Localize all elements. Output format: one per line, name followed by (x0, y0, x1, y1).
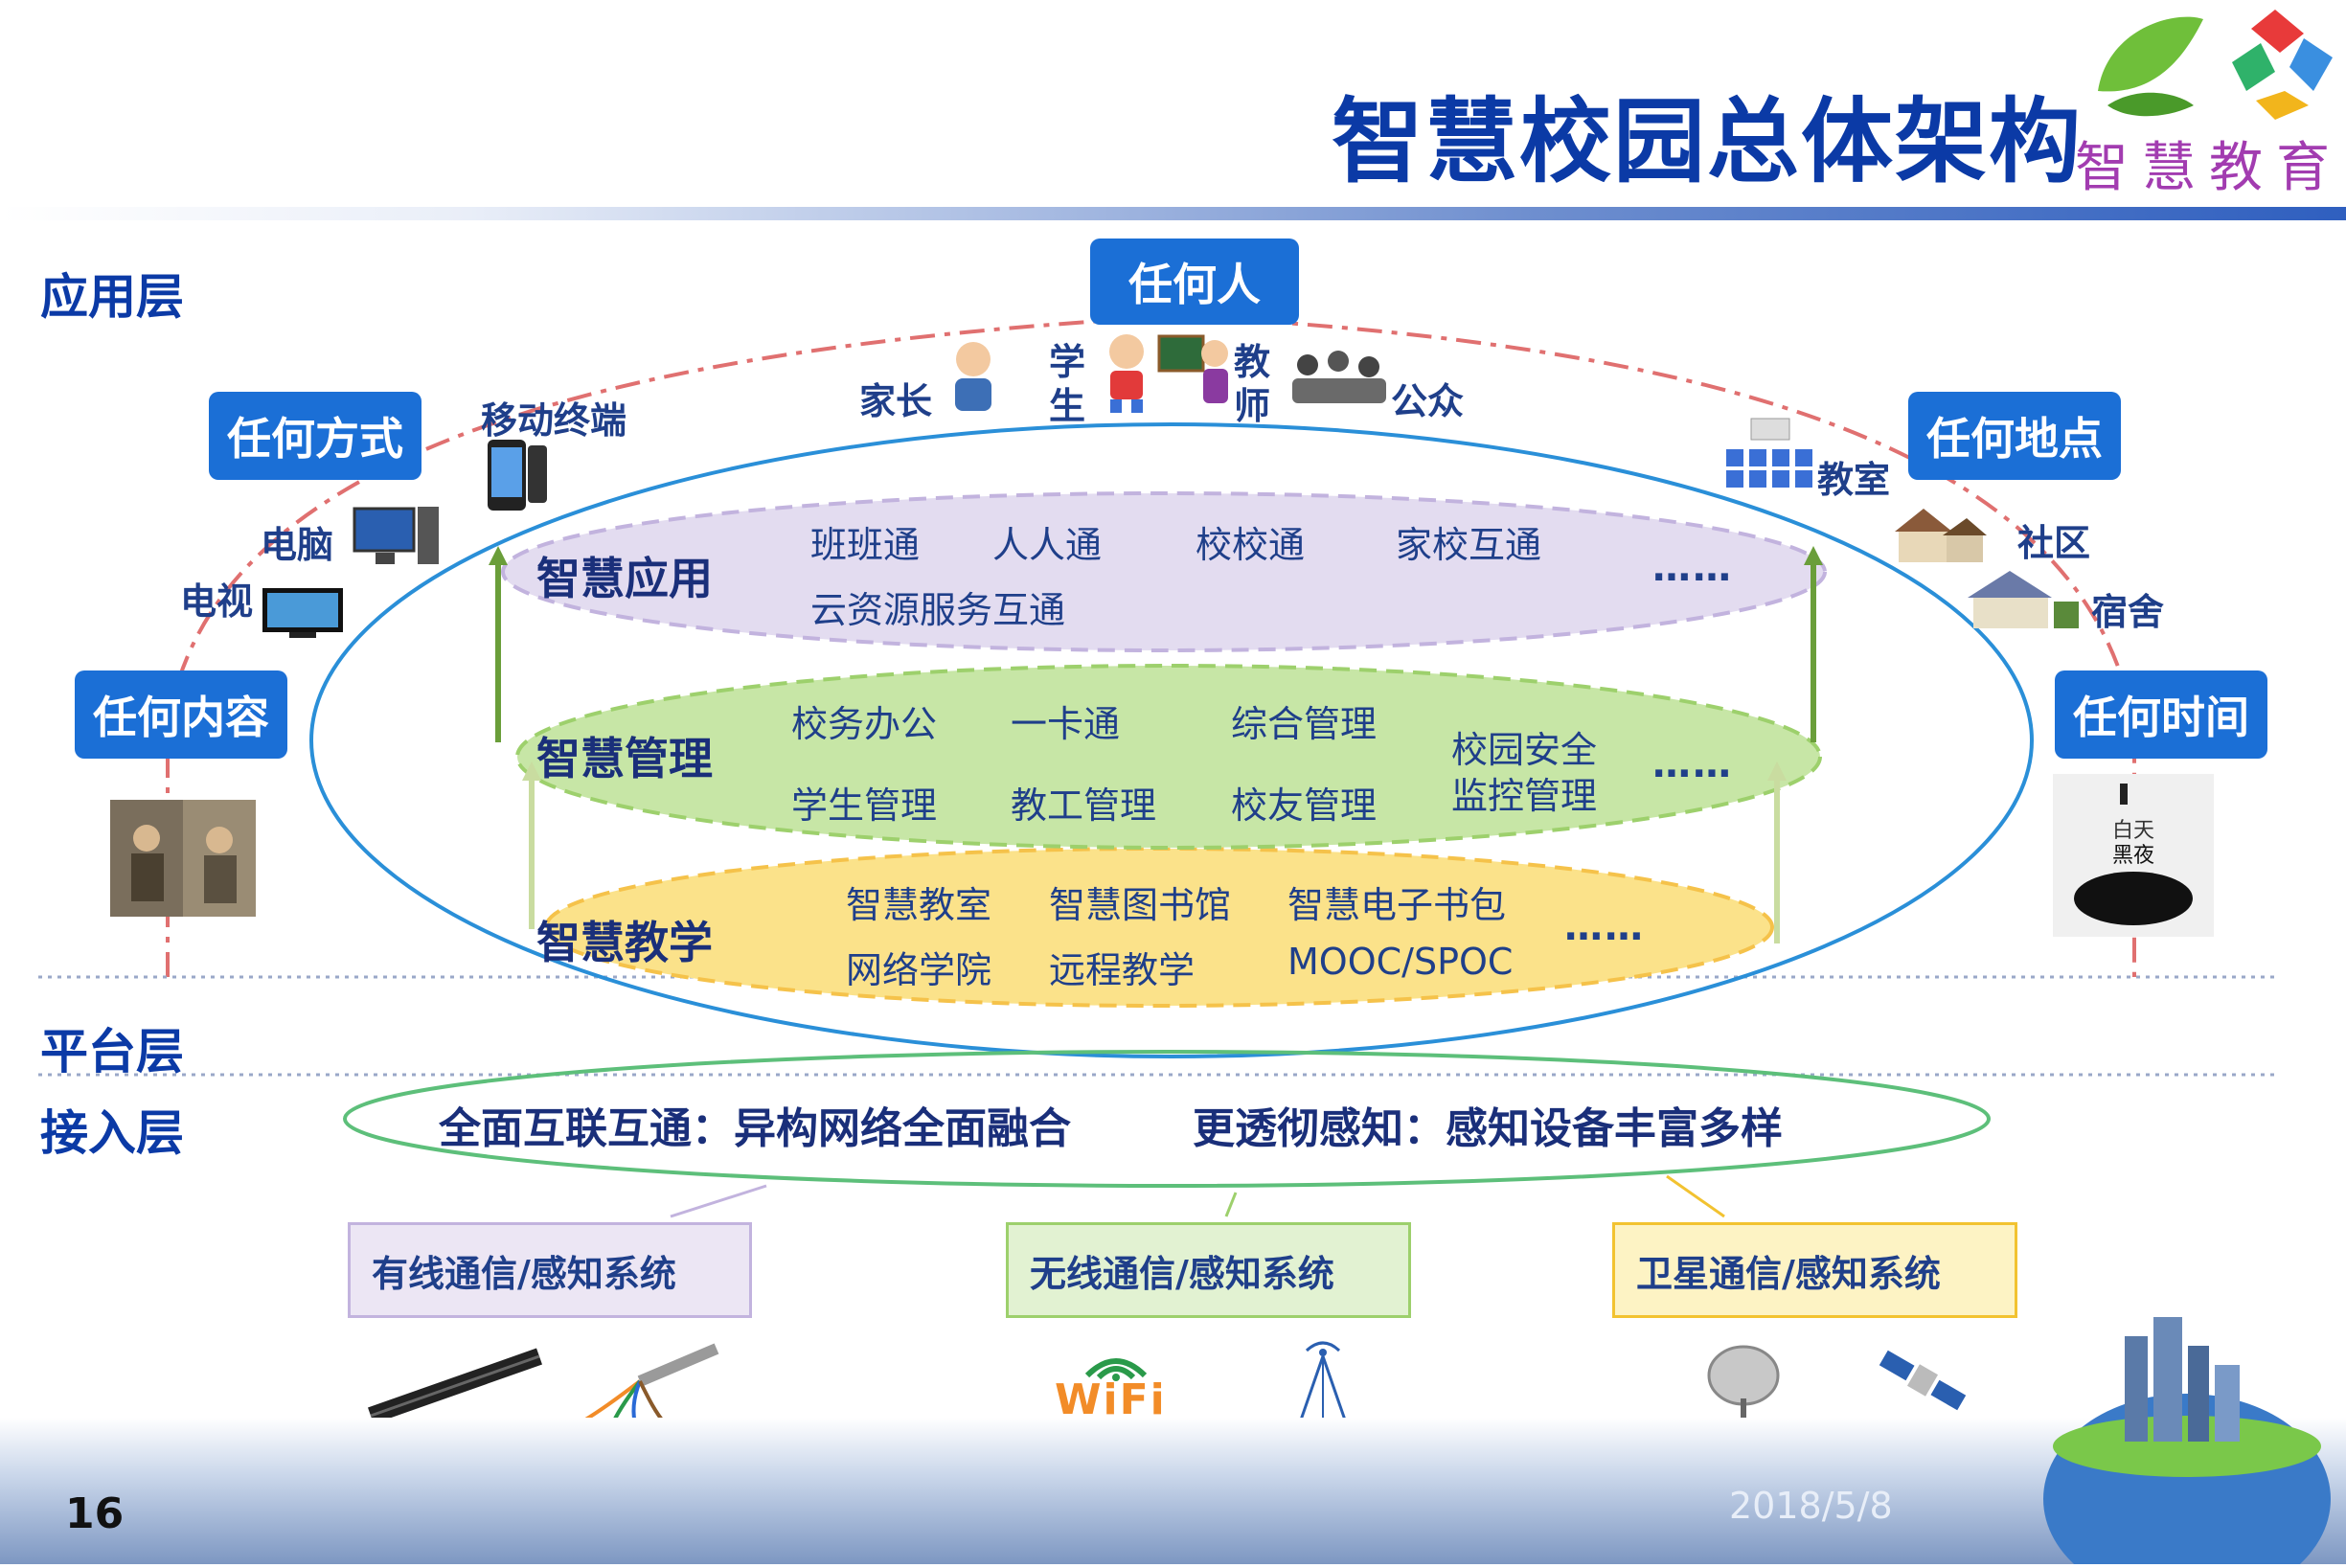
anycontent-tag: 任何内容 (75, 670, 287, 759)
teach-item: 智慧教室 (846, 884, 992, 926)
classroom-label: 教室 (1817, 459, 1891, 501)
tv-label: 电视 (180, 580, 254, 623)
community-label: 社区 (2017, 522, 2091, 564)
teach-item: 远程教学 (1049, 949, 1196, 991)
date-label: 2018/5/8 (1729, 1485, 1893, 1527)
pc-label: 电脑 (261, 524, 334, 566)
wifi-text: WiFi (1055, 1375, 1167, 1424)
smartphone-icon (488, 440, 547, 511)
mgmt-item: 校友管理 (1231, 784, 1378, 827)
access-layer-label: 接入层 (40, 1105, 184, 1161)
logo-graphic-icon (2098, 10, 2333, 120)
logo-text: 智慧教育 (2075, 137, 2343, 199)
cable-icon (367, 1339, 549, 1430)
public-label: 公众 (1391, 380, 1465, 422)
platform-layer-label: 平台层 (40, 1024, 184, 1079)
wireless-system-box: 无线通信/感知系统 (1006, 1222, 1411, 1318)
group-icon (1292, 351, 1386, 403)
blackboard-icon (1157, 334, 1228, 403)
cable-icon (368, 1348, 542, 1424)
app-item: 云资源服务互通 (810, 589, 1066, 631)
satellite-icon (1879, 1350, 1967, 1411)
satellite-system-box: 卫星通信/感知系统 (1612, 1222, 2017, 1318)
svg-text:白天: 白天 (2112, 819, 2154, 843)
people-photo-icon (110, 800, 256, 917)
mgmt-more: …… (1652, 742, 1733, 786)
mgmt-security-line1: 校园安全 (1451, 729, 1598, 771)
mgmt-item: 校务办公 (791, 703, 938, 745)
student-label: 学生 (1049, 341, 1086, 427)
teacher-icon (1157, 330, 1232, 407)
anyway-tag: 任何方式 (209, 392, 421, 480)
dorm-label: 宿舍 (2091, 591, 2165, 633)
building-icon (1968, 571, 2079, 628)
page-title: 智慧校园总体架构 (1332, 88, 2083, 195)
footer-band (0, 1418, 2346, 1564)
header-bar (0, 207, 2346, 220)
smart-mgmt-title: 智慧管理 (536, 733, 713, 784)
ethernet-cable-icon (581, 1343, 719, 1428)
house-icon (1895, 509, 1987, 562)
smart-teach-title: 智慧教学 (536, 917, 713, 968)
mobile-icon (482, 438, 551, 512)
app-item: 家校互通 (1396, 524, 1542, 566)
community-icon (1885, 503, 1989, 566)
public-icon (1288, 350, 1389, 405)
wired-system-box: 有线通信/感知系统 (348, 1222, 752, 1318)
book-cover-image: 白天黑夜 (2053, 774, 2214, 937)
anytime-tag: 任何时间 (2055, 670, 2267, 759)
network-cable-icon (573, 1343, 726, 1429)
student-icon (1097, 330, 1156, 413)
classroom-seats-icon (1726, 418, 1812, 488)
teach-item: MOOC/SPOC (1287, 941, 1514, 983)
teach-more: …… (1564, 905, 1645, 949)
teach-item: 网络学院 (846, 949, 992, 991)
pc-icon (353, 505, 441, 568)
globe-city-image (2029, 1279, 2346, 1568)
access-right-text: 更透彻感知：感知设备丰富多样 (1193, 1104, 1783, 1153)
app-item: 班班通 (810, 524, 921, 566)
smart-app-title: 智慧应用 (536, 553, 713, 604)
access-left-text: 全面互联互通：异构网络全面融合 (439, 1104, 1071, 1153)
logo: 智慧教育 (2069, 0, 2346, 199)
teach-item: 智慧电子书包 (1287, 884, 1507, 926)
classroom-icon (1722, 417, 1816, 489)
child-icon (1109, 334, 1144, 413)
person-icon (955, 342, 991, 411)
globe-city-icon (2043, 1317, 2331, 1568)
teach-item: 智慧图书馆 (1049, 884, 1232, 926)
app-item: 校校通 (1196, 524, 1306, 566)
page-number: 16 (65, 1489, 125, 1538)
svg-text:黑夜: 黑夜 (2112, 844, 2154, 868)
computer-icon (353, 507, 439, 564)
dorm-icon (1962, 567, 2084, 632)
app-more: …… (1652, 546, 1733, 590)
mgmt-item: 综合管理 (1231, 703, 1378, 745)
wifi-signal-icon (1084, 1358, 1148, 1381)
satellite-icon (1876, 1343, 1970, 1418)
mobile-label: 移动终端 (481, 399, 627, 442)
app-item: 人人通 (992, 524, 1103, 566)
wifi-icon: WiFi (1049, 1343, 1183, 1424)
application-layer-label: 应用层 (40, 269, 184, 325)
television-icon (262, 588, 343, 638)
mgmt-item: 教工管理 (1011, 784, 1157, 827)
tv-icon (261, 586, 345, 640)
mgmt-security-line2: 监控管理 (1451, 775, 1598, 817)
teacher-label: 教师 (1234, 341, 1271, 427)
anyone-tag: 任何人 (1090, 239, 1299, 325)
mgmt-item: 学生管理 (791, 784, 938, 827)
mgmt-item: 一卡通 (1011, 703, 1121, 745)
parent-label: 家长 (859, 380, 933, 422)
anyplace-tag: 任何地点 (1908, 392, 2121, 480)
parent-icon (944, 340, 1003, 413)
content-photo (110, 800, 256, 917)
